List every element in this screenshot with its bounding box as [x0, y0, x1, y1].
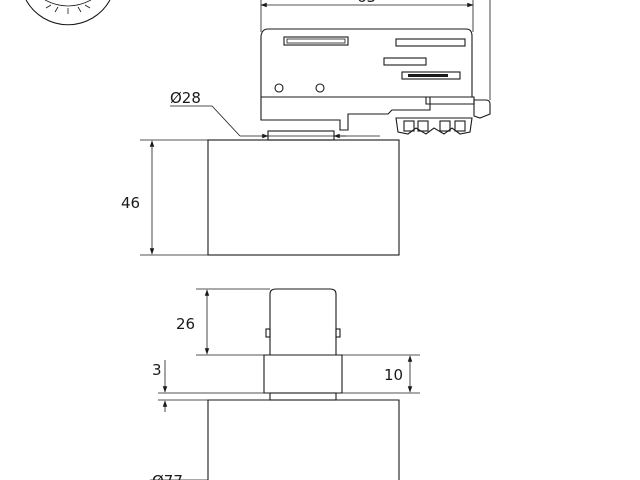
height-26-label: 26: [176, 315, 195, 333]
diameter-28-dimension: Ø28: [170, 89, 346, 139]
offset-3-label: 3: [152, 361, 162, 379]
offset-3-dimension: 3: [152, 360, 264, 412]
top-width-label: 63: [357, 0, 376, 6]
diameter-77-label: Ø77: [152, 472, 183, 480]
lower-plug: [263, 288, 343, 401]
top-width-dimension: 63: [260, 0, 491, 100]
height-46-dimension: 46: [121, 139, 208, 256]
offset-10-label: 10: [384, 366, 403, 384]
diameter-77-dimension: Ø77: [150, 472, 208, 480]
height-26-dimension: 26: [176, 288, 270, 356]
offset-10-dimension: 10: [342, 354, 420, 394]
diameter-28-label: Ø28: [170, 89, 201, 107]
upper-body-cylinder: [207, 139, 400, 256]
lower-body-cylinder: [207, 399, 400, 480]
track-adapter-housing: [260, 28, 491, 141]
height-46-label: 46: [121, 194, 140, 212]
light-beam-icon: [25, 0, 111, 26]
